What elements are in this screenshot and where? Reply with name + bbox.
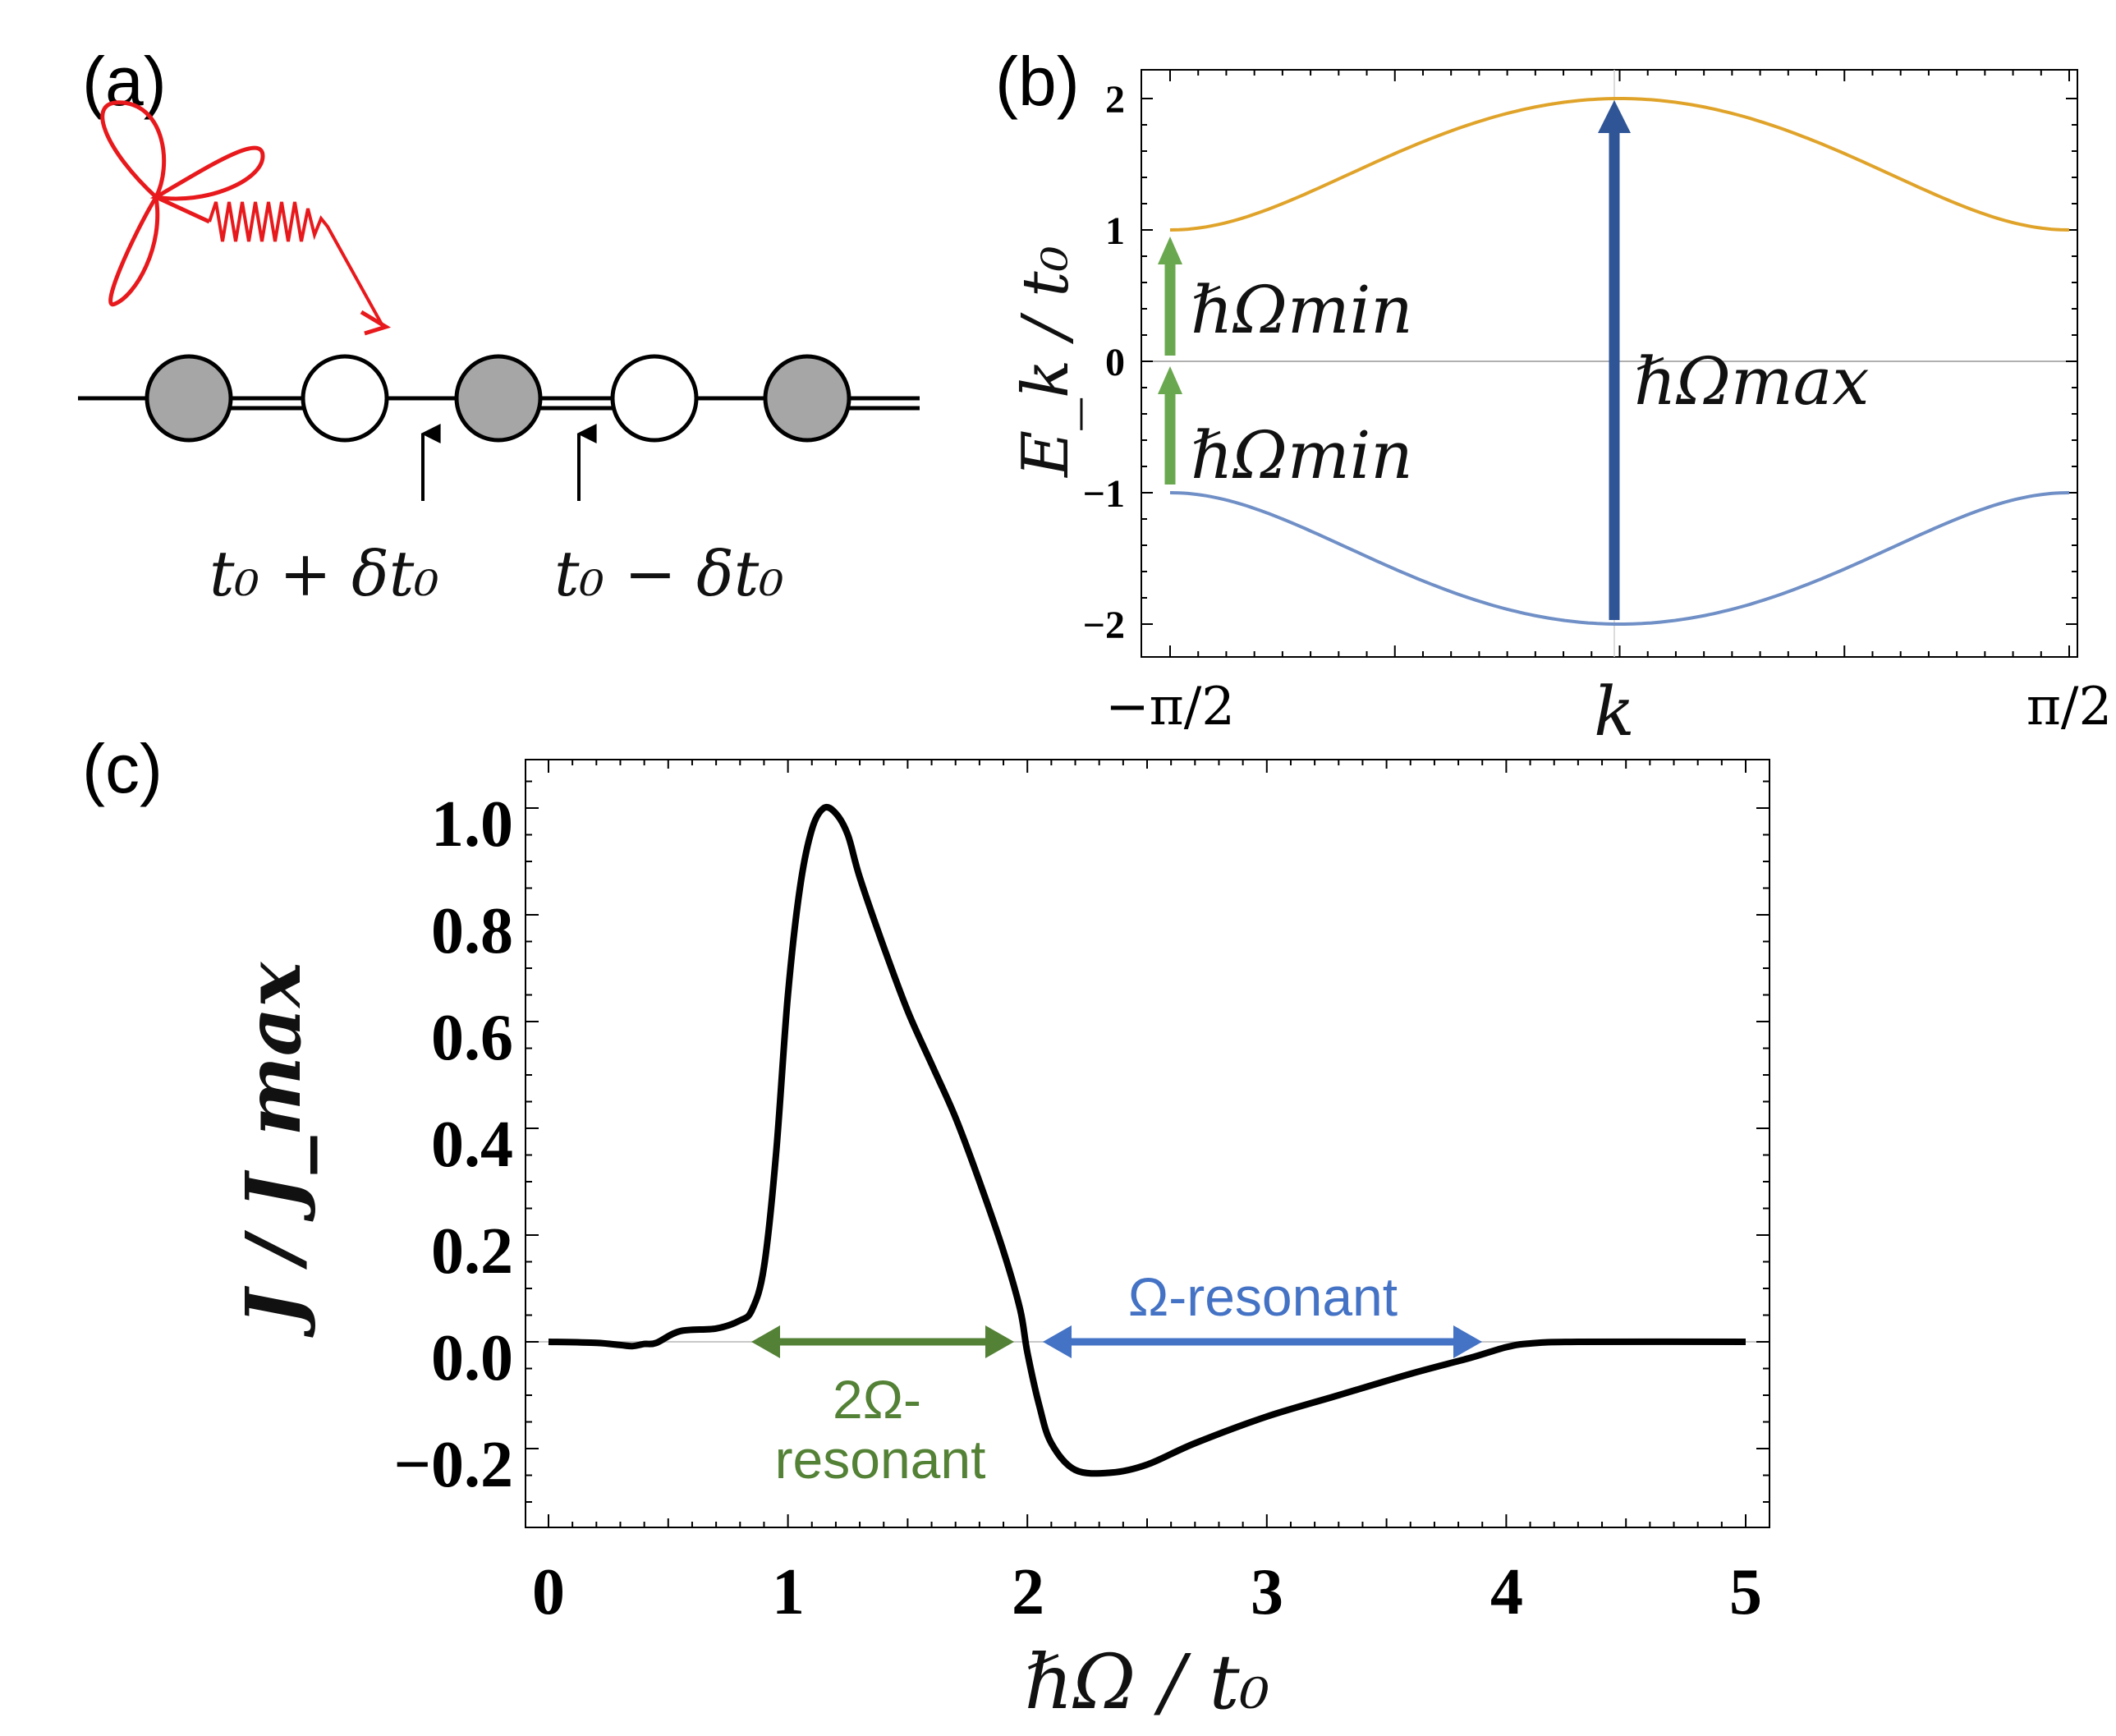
panel-a-label: (a)	[82, 43, 167, 120]
filled-site	[145, 354, 233, 443]
weak-bond-label: t₀ − δt₀	[554, 537, 784, 610]
y-axis-label: J / J_max	[229, 962, 318, 1339]
y-tick-label: 1.0	[431, 788, 513, 861]
empty-site	[301, 354, 389, 443]
x-tick-label: 0	[532, 1556, 565, 1628]
x-tick-label: π/2	[2026, 677, 2112, 737]
y-axis-label: E_k / t₀	[1009, 246, 1083, 479]
current-plot-frame	[525, 759, 1770, 1528]
y-tick-label: 0.2	[431, 1215, 513, 1288]
x-tick-label: 4	[1490, 1556, 1523, 1628]
y-tick-label: −0.2	[393, 1429, 513, 1501]
min-transition-label: ℏΩmin	[1191, 272, 1413, 348]
empty-site	[610, 354, 699, 443]
y-tick-label: 1	[1105, 209, 1125, 253]
two-omega-resonant-label: 2Ω-	[833, 1369, 921, 1430]
band-ticks	[1141, 70, 2077, 657]
min-transition-arrow	[1158, 366, 1182, 485]
x-axis-label: k	[1594, 673, 1635, 751]
current-curve-line	[548, 803, 1747, 1477]
x-tick-label: 2	[1012, 1556, 1044, 1628]
current-ticks	[526, 760, 1769, 1527]
panel-c-label: (c)	[82, 730, 163, 807]
min-transition-arrow	[1158, 237, 1182, 356]
y-tick-label: 2	[1105, 78, 1125, 122]
max-transition-label-text: ℏΩmax	[1634, 343, 1870, 420]
two-omega-resonant-label: resonant	[775, 1429, 986, 1490]
max-transition-arrow	[1598, 100, 1631, 620]
omega-resonant-label: Ω-resonant	[1128, 1266, 1398, 1327]
panel-b: (b) 2 1 0 −1 −2 −π/2 π/2 k E_k / t₀ ℏΩmi	[995, 43, 2112, 751]
filled-site	[763, 354, 851, 443]
y-tick-label: 0	[1105, 341, 1125, 384]
dimer-chain	[78, 354, 920, 443]
two-omega-range-arrow	[751, 1325, 1014, 1358]
panel-c: (c) 1.0 0.8 0.6 0.4 0.2 0.0 −0.2 0 1 2 3…	[82, 730, 1770, 1726]
x-tick-label: 1	[772, 1556, 805, 1628]
y-tick-label: 0.0	[431, 1322, 513, 1394]
upper-band-line	[1169, 97, 2070, 232]
panel-a: (a) t₀ + δt₀ t₀ − δt₀	[78, 43, 920, 610]
omega-range-arrow	[1043, 1325, 1482, 1358]
min-transition-label-text: ℏΩmin	[1191, 417, 1413, 494]
x-axis-label: ℏΩ / t₀	[1025, 1638, 1270, 1726]
x-tick-label: −π/2	[1105, 677, 1235, 737]
y-tick-label: −2	[1083, 604, 1125, 647]
x-tick-label: 5	[1729, 1556, 1762, 1628]
y-tick-label: 0.4	[431, 1109, 513, 1181]
band-plot-frame	[1141, 69, 2078, 658]
max-transition-label: ℏΩmax	[1634, 343, 1870, 420]
light-pulse-icon	[100, 100, 392, 336]
y-tick-label: 0.8	[431, 895, 513, 967]
strong-bond-label: t₀ + δt₀	[209, 537, 439, 610]
panel-b-label: (b)	[995, 43, 1080, 120]
min-transition-label-text: ℏΩmin	[1191, 272, 1413, 348]
min-transition-label: ℏΩmin	[1191, 417, 1413, 494]
filled-site	[454, 354, 543, 443]
x-tick-label: 3	[1251, 1556, 1283, 1628]
y-tick-label: −1	[1083, 472, 1125, 516]
lower-band-line	[1169, 491, 2070, 626]
y-tick-label: 0.6	[431, 1002, 513, 1074]
